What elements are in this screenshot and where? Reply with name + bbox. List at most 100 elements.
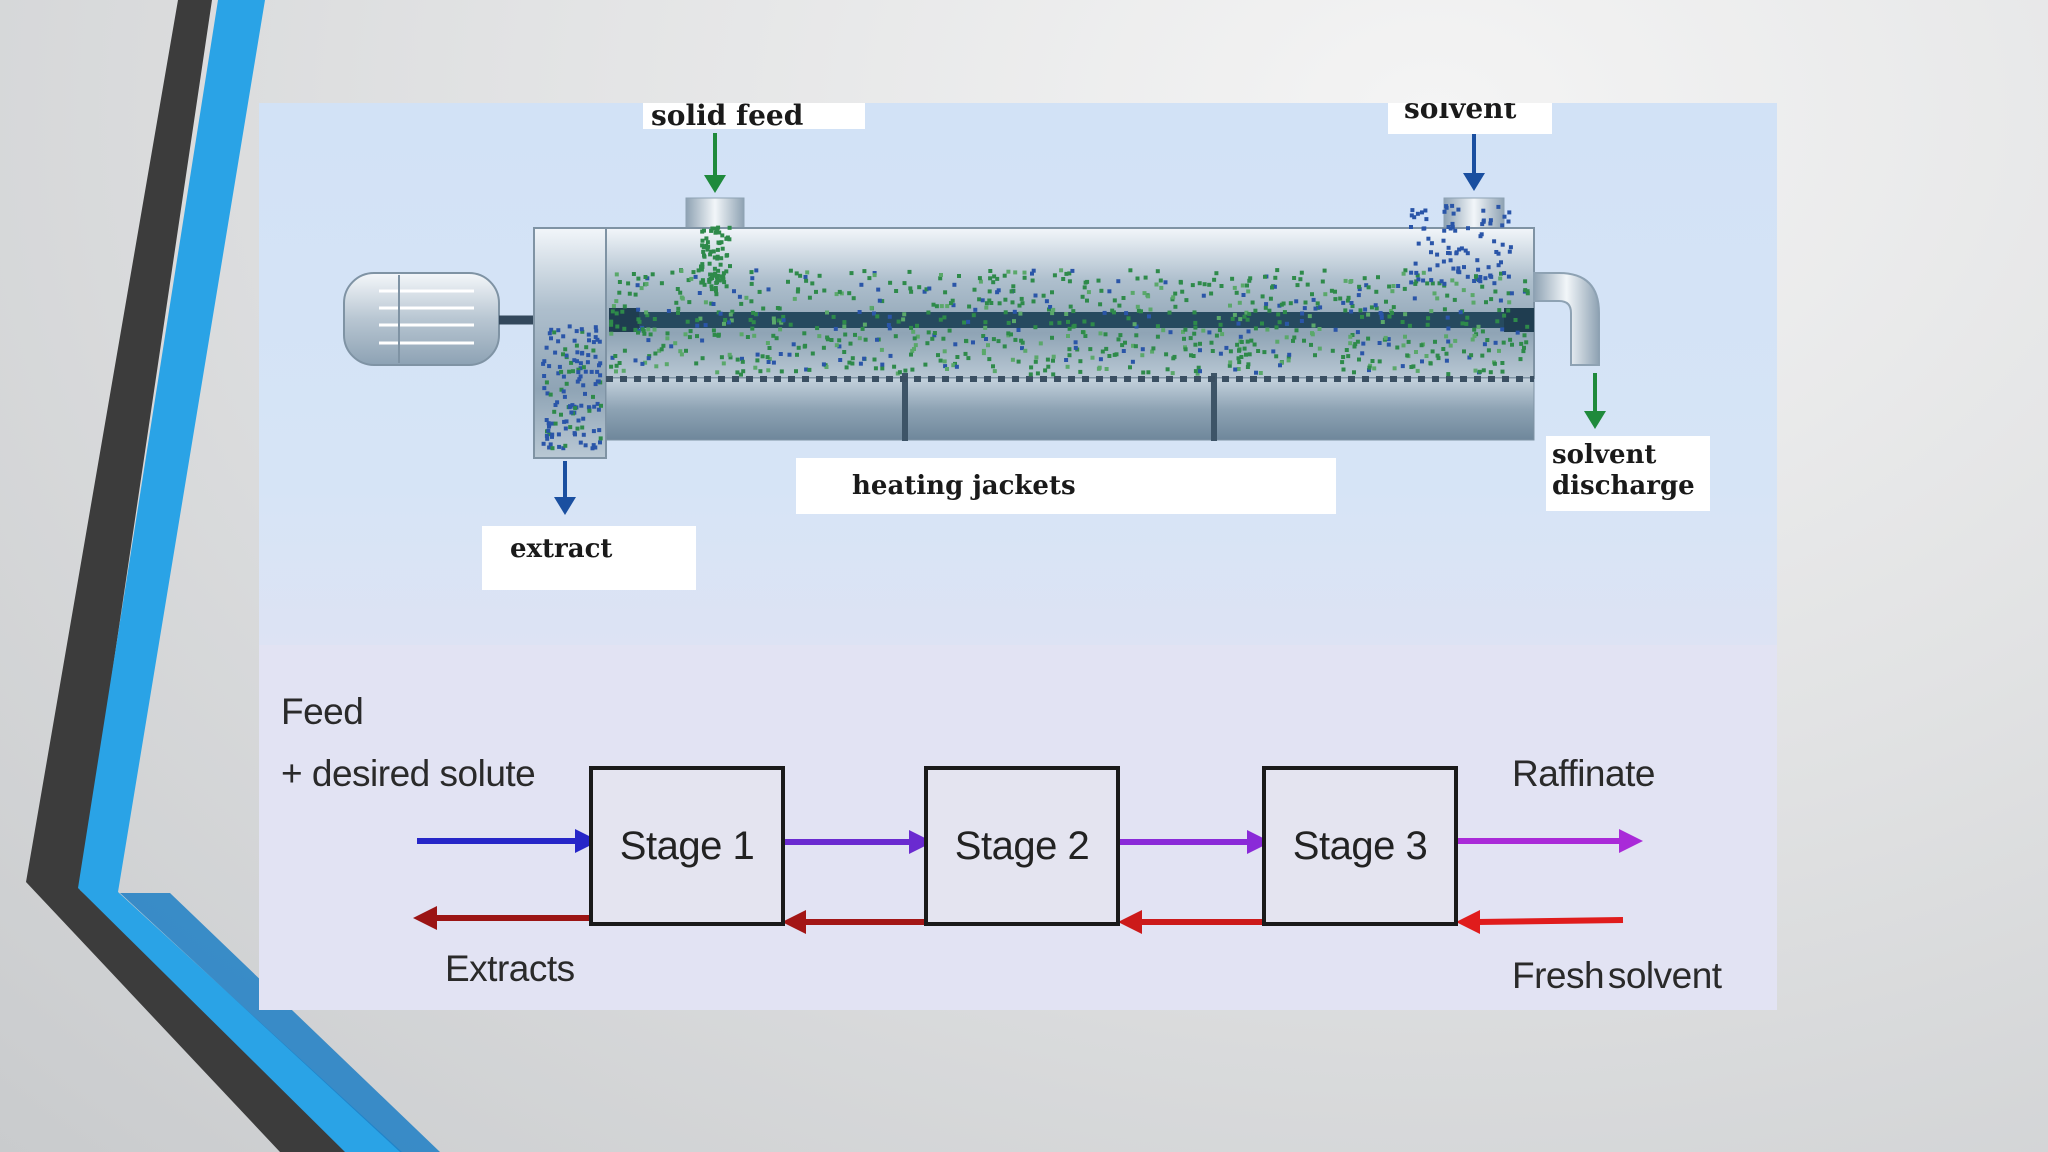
particle-dot [837, 338, 842, 343]
particle-dot [1432, 291, 1437, 296]
particle-dot [850, 361, 855, 366]
particle-dot [991, 337, 996, 342]
particle-dot [1218, 351, 1223, 356]
particle-dot [637, 319, 642, 324]
particle-dot [1116, 337, 1121, 342]
diagram-panel: solid feed solvent heating jackets extra… [259, 103, 1777, 1010]
particle-dot [1192, 310, 1197, 315]
particle-dot [971, 313, 976, 318]
particle-dot [1357, 284, 1362, 289]
solid-feed-arrow [704, 133, 726, 193]
particle-dot [1098, 357, 1103, 362]
particle-dot [1294, 299, 1299, 304]
particle-dot [1279, 360, 1284, 365]
particle-dot [842, 320, 847, 325]
particle-dot [847, 360, 852, 365]
particle-dot [578, 361, 583, 366]
particle-dot [988, 276, 993, 281]
particle-dot [857, 310, 862, 314]
particle-dot [550, 421, 555, 426]
particle-dot [1170, 371, 1175, 376]
particle-dot [1498, 276, 1503, 281]
particle-dot [973, 307, 978, 312]
solvent-label: solvent [1388, 103, 1552, 134]
particle-dot [1435, 263, 1440, 268]
particle-dot [824, 365, 829, 369]
particle-dot [556, 432, 561, 437]
particle-dot [1216, 316, 1221, 320]
particle-dot [544, 418, 549, 422]
particle-dot [1260, 321, 1264, 326]
particle-dot [1483, 276, 1488, 281]
particle-dot [971, 340, 975, 345]
particle-dot [778, 327, 783, 332]
particle-dot [1318, 305, 1323, 310]
particle-dot [617, 280, 622, 284]
particle-dot [924, 287, 929, 292]
particle-dot [1360, 351, 1365, 356]
particle-dot [709, 284, 714, 289]
particle-dot [766, 287, 771, 292]
particle-dot [1038, 341, 1043, 346]
particle-dot [1104, 367, 1109, 371]
particle-dot [950, 298, 955, 303]
extracts-arrow [413, 906, 589, 930]
particle-dot [1412, 296, 1417, 301]
particle-dot [1128, 365, 1132, 370]
particle-dot [1061, 277, 1066, 281]
particle-dot [1415, 273, 1420, 278]
particle-dot [725, 253, 730, 258]
particle-dot [1444, 351, 1449, 356]
particle-dot [931, 302, 936, 307]
particle-dot [1470, 293, 1475, 298]
particle-dot [1192, 331, 1197, 336]
particle-dot [610, 309, 615, 314]
particle-dot [1067, 279, 1072, 284]
particle-dot [1492, 239, 1497, 244]
particle-dot [987, 298, 992, 303]
particle-dot [749, 270, 754, 275]
particle-dot [702, 282, 707, 287]
particle-dot [562, 419, 567, 424]
particle-dot [1043, 368, 1048, 373]
particle-dot [1348, 279, 1353, 284]
particle-dot [942, 349, 947, 354]
particle-dot [987, 357, 992, 362]
particle-dot [1103, 332, 1108, 337]
particle-dot [1492, 281, 1497, 286]
particle-dot [901, 317, 906, 322]
particle-dot [1341, 355, 1346, 359]
particle-dot [1139, 309, 1143, 314]
particle-dot [547, 445, 552, 450]
particle-dot [821, 345, 826, 350]
particle-dot [1088, 347, 1093, 352]
particle-dot [962, 320, 967, 325]
particle-dot [1444, 205, 1449, 210]
particle-dot [1300, 311, 1305, 316]
particle-dot [1450, 225, 1455, 230]
particle-dot [887, 314, 892, 319]
particle-dot [1456, 266, 1461, 271]
particle-dot [1263, 305, 1268, 310]
particle-dot [1374, 306, 1379, 311]
particle-dot [938, 358, 943, 363]
particle-dot [676, 310, 680, 315]
particle-dot [1299, 319, 1304, 323]
particle-dot [1184, 298, 1189, 303]
particle-dot [574, 343, 579, 348]
particle-dot [1130, 290, 1135, 295]
particle-dot [1430, 281, 1435, 286]
particle-dot [1148, 307, 1153, 312]
particle-dot [748, 317, 753, 322]
particle-dot [1441, 238, 1446, 243]
particle-dot [657, 348, 662, 353]
particle-dot [1466, 226, 1470, 231]
particle-dot [665, 336, 670, 341]
particle-dot [1009, 289, 1014, 294]
particle-dot [1496, 251, 1501, 256]
particle-dot [648, 332, 653, 337]
particle-dot [595, 337, 600, 342]
particle-dot [617, 361, 622, 365]
particle-dot [1446, 245, 1451, 250]
particle-dot [902, 281, 907, 286]
